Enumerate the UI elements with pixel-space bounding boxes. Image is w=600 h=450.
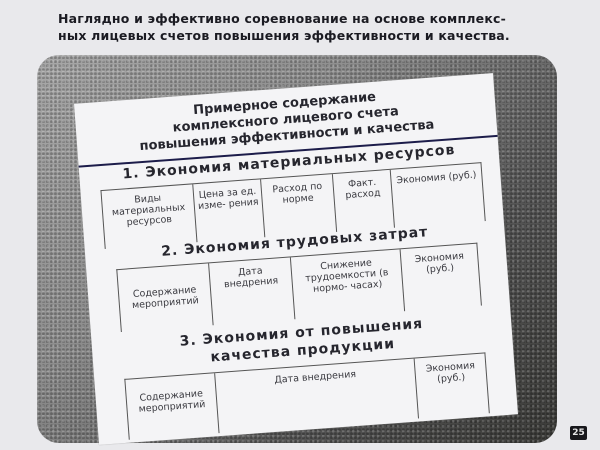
caption-line-1: Наглядно и эффективно соревнование на ос… [58,11,507,26]
account-card: Примерное содержание комплексного лицево… [74,73,518,445]
column-header: Дата внедрения [215,358,420,434]
column-header: Факт. расход [332,169,395,232]
column-header: Цена за ед. изме- рения [193,179,266,243]
slide-caption: Наглядно и эффективно соревнование на ос… [58,10,558,44]
caption-line-2: ных лицевых счетов повышения эффективнос… [58,28,510,43]
column-header: Экономия (руб.) [396,169,477,187]
column-header: Расход по норме [261,174,338,238]
column-header: Экономия (руб.) [414,250,465,276]
column-header: Экономия (руб.) [425,360,476,385]
page-number-badge: 25 [570,426,587,440]
column-header: Виды материальных ресурсов [101,184,198,249]
column-header: Содержание мероприятий [117,263,214,332]
column-header: Содержание мероприятий [125,373,220,440]
column-header: Снижение трудоемкости (в нормо- часах) [290,249,406,320]
column-header: Дата внедрения [209,257,296,326]
